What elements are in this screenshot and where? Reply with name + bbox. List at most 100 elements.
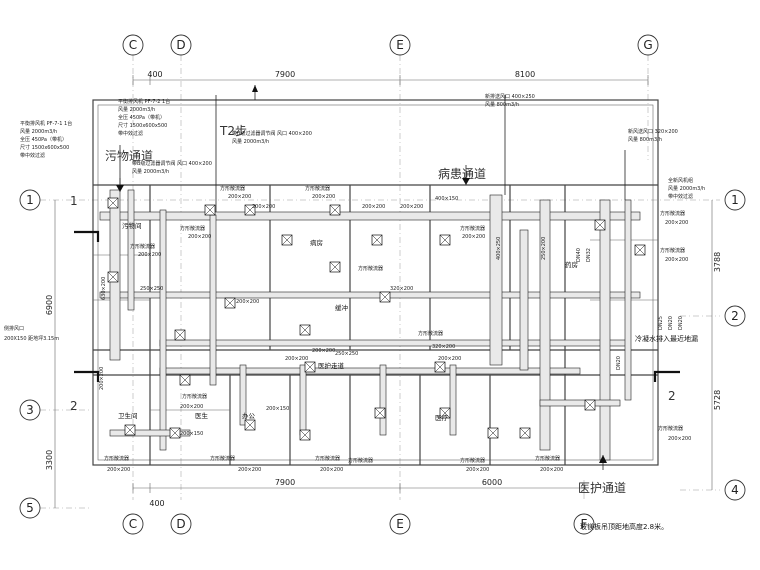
valve-note-2: 带B级过滤器调节阀 风口 400×200: [232, 130, 312, 137]
building-walls: [92, 99, 659, 466]
diffuser-label: 方形散流器: [535, 455, 560, 462]
duct-size: 200×200: [438, 356, 461, 362]
fan2-size: 尺寸 1500x600x500: [20, 144, 69, 151]
axis-label: 3: [26, 403, 34, 417]
down-arrow-icon: [462, 178, 470, 185]
supply-flow: 风量 800m3/h: [485, 101, 519, 108]
diffuser-size: 200×200: [320, 467, 343, 473]
axis-bubble-left-5: 5: [19, 497, 41, 519]
fan1-size: 尺寸 1500x600x500: [118, 122, 167, 129]
direction-arrows: [116, 85, 607, 470]
exhaust-outlet-label: 侧排风口: [4, 325, 24, 332]
doctor-room-label: 医生: [195, 411, 209, 420]
diffuser-size: 200×200: [665, 257, 688, 263]
equipment-notes: 平衡排风机 PF-7-1 1台 风量 2000m3/h 全压 450Pa（带机）…: [20, 93, 705, 200]
diffuser-10: [174, 329, 186, 341]
fan1-note: 带中效过滤: [118, 130, 143, 137]
diffuser-1: [204, 204, 216, 216]
duct-size: 250×250: [335, 351, 358, 357]
exhaust-size-label: 200X150 距地坪3.15m: [4, 335, 59, 342]
axis-label: E: [396, 38, 404, 52]
pipe-size: DN20: [678, 316, 684, 330]
medical-corridor-label: 医护通道: [578, 481, 626, 495]
patient-corridor-label: 病患通道: [438, 166, 486, 181]
diffuser-size: 200×200: [462, 234, 485, 240]
valve-note-1-flow: 风量 2000m3/h: [132, 168, 169, 175]
duct-size: 200×150: [266, 406, 289, 412]
diffuser-6: [329, 261, 341, 273]
dim-5728-right: 5728: [713, 390, 722, 410]
nurse-station-label: 医护走道: [318, 361, 345, 370]
dim-7900-bottom: 7900: [275, 478, 295, 487]
diffuser-20: [439, 407, 451, 419]
axis-bubble-top-g: G: [637, 34, 659, 56]
diffuser-4: [281, 234, 293, 246]
up-arrow-icon: [252, 85, 258, 92]
ward-label: 病房: [310, 238, 323, 247]
office-label: 办公: [242, 411, 256, 420]
diffuser-size: 200×200: [228, 194, 251, 200]
axis-label: G: [643, 38, 652, 52]
diffuser-label: 方形散流器: [104, 455, 129, 462]
pipe-size: DN32: [586, 248, 592, 262]
diffuser-13: [304, 361, 316, 373]
duct-size: 200×200: [400, 204, 423, 210]
pharmacy-label: 药房: [565, 260, 578, 269]
duct-size-labels: 200×200 200×200 200×200 200×200 320×200 …: [99, 196, 684, 412]
diffuser-size: 200×200: [466, 467, 489, 473]
dim-3788-right: 3788: [713, 252, 722, 272]
diffuser-label: 方形散流器: [660, 210, 685, 217]
valve-note-2-flow: 风量 2000m3/h: [232, 138, 269, 145]
diffuser-11: [299, 324, 311, 336]
dimension-left: 6900 3300: [45, 200, 56, 508]
diffuser-label: 方形散流器: [210, 455, 235, 462]
duct-size: 250×200: [541, 237, 547, 260]
area-labels: 污物通道 病患通道 医护通道 T2步 污物间 病房 缓冲 医生 办公 药房 医疗…: [105, 124, 626, 495]
diffuser-size: 320×200: [432, 344, 455, 350]
right-fan-title: 全新风机组: [668, 177, 693, 184]
axis-bubble-left-3: 3: [19, 399, 41, 421]
pipe-size: DN25: [658, 316, 664, 330]
diffuser-label: 方形散流器: [130, 243, 155, 250]
duct-size: 200×200: [362, 204, 385, 210]
diffuser-3: [329, 204, 341, 216]
diffuser-size: 200×200: [312, 194, 335, 200]
diffuser-14: [179, 374, 191, 386]
axis-bubble-bottom-c: C: [122, 513, 144, 535]
ceiling-height-note: 玻镁板吊顶距地高度2.8米。: [580, 522, 668, 531]
diffuser-22: [519, 427, 531, 439]
axis-label: 1: [731, 193, 739, 207]
diffuser-15: [124, 424, 136, 436]
axis-bubble-left-1: 1: [19, 189, 41, 211]
axis-label: 2: [731, 309, 739, 323]
new-air-note: 新风送风口 320×200: [628, 128, 678, 135]
diffuser-21: [487, 427, 499, 439]
fan2-pressure: 全压 450Pa（带机）: [20, 136, 67, 143]
axis-bubble-top-d: D: [170, 34, 192, 56]
duct-size: 400×250: [496, 237, 502, 260]
diffusers: [107, 197, 646, 441]
axis-bubble-bottom-d: D: [170, 513, 192, 535]
condensate-note: 冷凝水排入最近地漏: [635, 334, 698, 343]
diffuser-size: 200×200: [107, 467, 130, 473]
inner-axis-right-2: 2: [668, 389, 676, 403]
diffuser-19: [374, 407, 386, 419]
diffuser-2: [244, 204, 256, 216]
axis-bubble-right-2: 2: [724, 305, 746, 327]
diffuser-label: 方形散流器: [460, 457, 485, 464]
axis-bubble-right-1: 1: [724, 189, 746, 211]
dim-7900-top: 7900: [275, 70, 295, 79]
axis-bubble-bottom-e: E: [389, 513, 411, 535]
fan2-note: 带中效过滤: [20, 152, 45, 159]
dim-6000-bottom: 6000: [482, 478, 502, 487]
dimension-bottom: 7900 6000 400: [132, 478, 585, 508]
dim-3300-left: 3300: [45, 450, 54, 470]
dirty-corridor-label: 污物通道: [105, 149, 153, 163]
diffuser-5: [371, 234, 383, 246]
axis-label: 5: [26, 501, 34, 515]
diffuser-label: 方形散流器: [305, 185, 330, 192]
duct-size: 200×200: [236, 299, 259, 305]
diffuser-16: [169, 427, 181, 439]
fan1-pressure: 全压 450Pa（带机）: [118, 114, 165, 121]
axis-label: F: [581, 517, 588, 531]
